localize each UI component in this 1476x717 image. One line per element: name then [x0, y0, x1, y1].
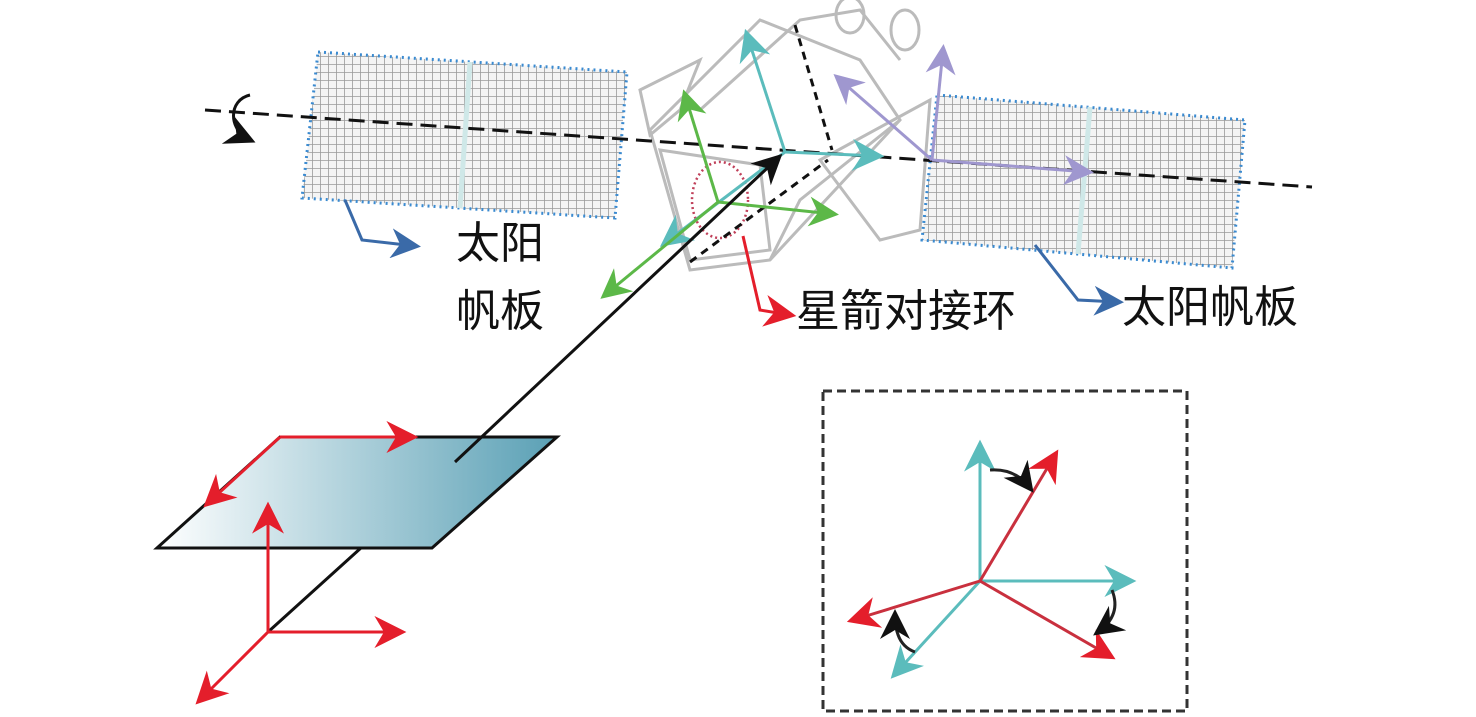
line-of-sight — [266, 545, 364, 634]
panel-rotation-axis — [204, 108, 1313, 189]
inset-frame — [821, 389, 1189, 713]
left-panel-callout-arrow — [343, 199, 421, 259]
red-target-frame — [195, 421, 419, 705]
right-panel-callout-arrow — [1033, 244, 1124, 316]
line-of-sight-upper — [453, 153, 783, 464]
purple-panel-frame — [833, 44, 1094, 186]
green-ring-frame — [600, 89, 839, 299]
right-panel-label: 太阳帆板 — [1122, 282, 1298, 333]
left-panel-divider — [457, 61, 473, 209]
docking-ring-marker — [690, 160, 750, 240]
dashed-body-axis — [793, 24, 834, 151]
docking-ring-callout-arrow — [741, 235, 797, 327]
target-plane — [153, 435, 561, 550]
inset-red-frame — [846, 449, 1116, 660]
inset-rotation-arrows — [880, 459, 1127, 654]
dashed-body-axis-2 — [689, 158, 829, 264]
rotation-icon — [221, 93, 256, 144]
docking-ring-label: 星箭对接环 — [796, 286, 1016, 337]
inset-cyan-frame — [890, 439, 1137, 679]
satellite-body — [638, 0, 932, 272]
left-panel-label-line1: 太阳 — [456, 218, 544, 269]
left-panel-label-line2: 帆板 — [456, 286, 544, 337]
